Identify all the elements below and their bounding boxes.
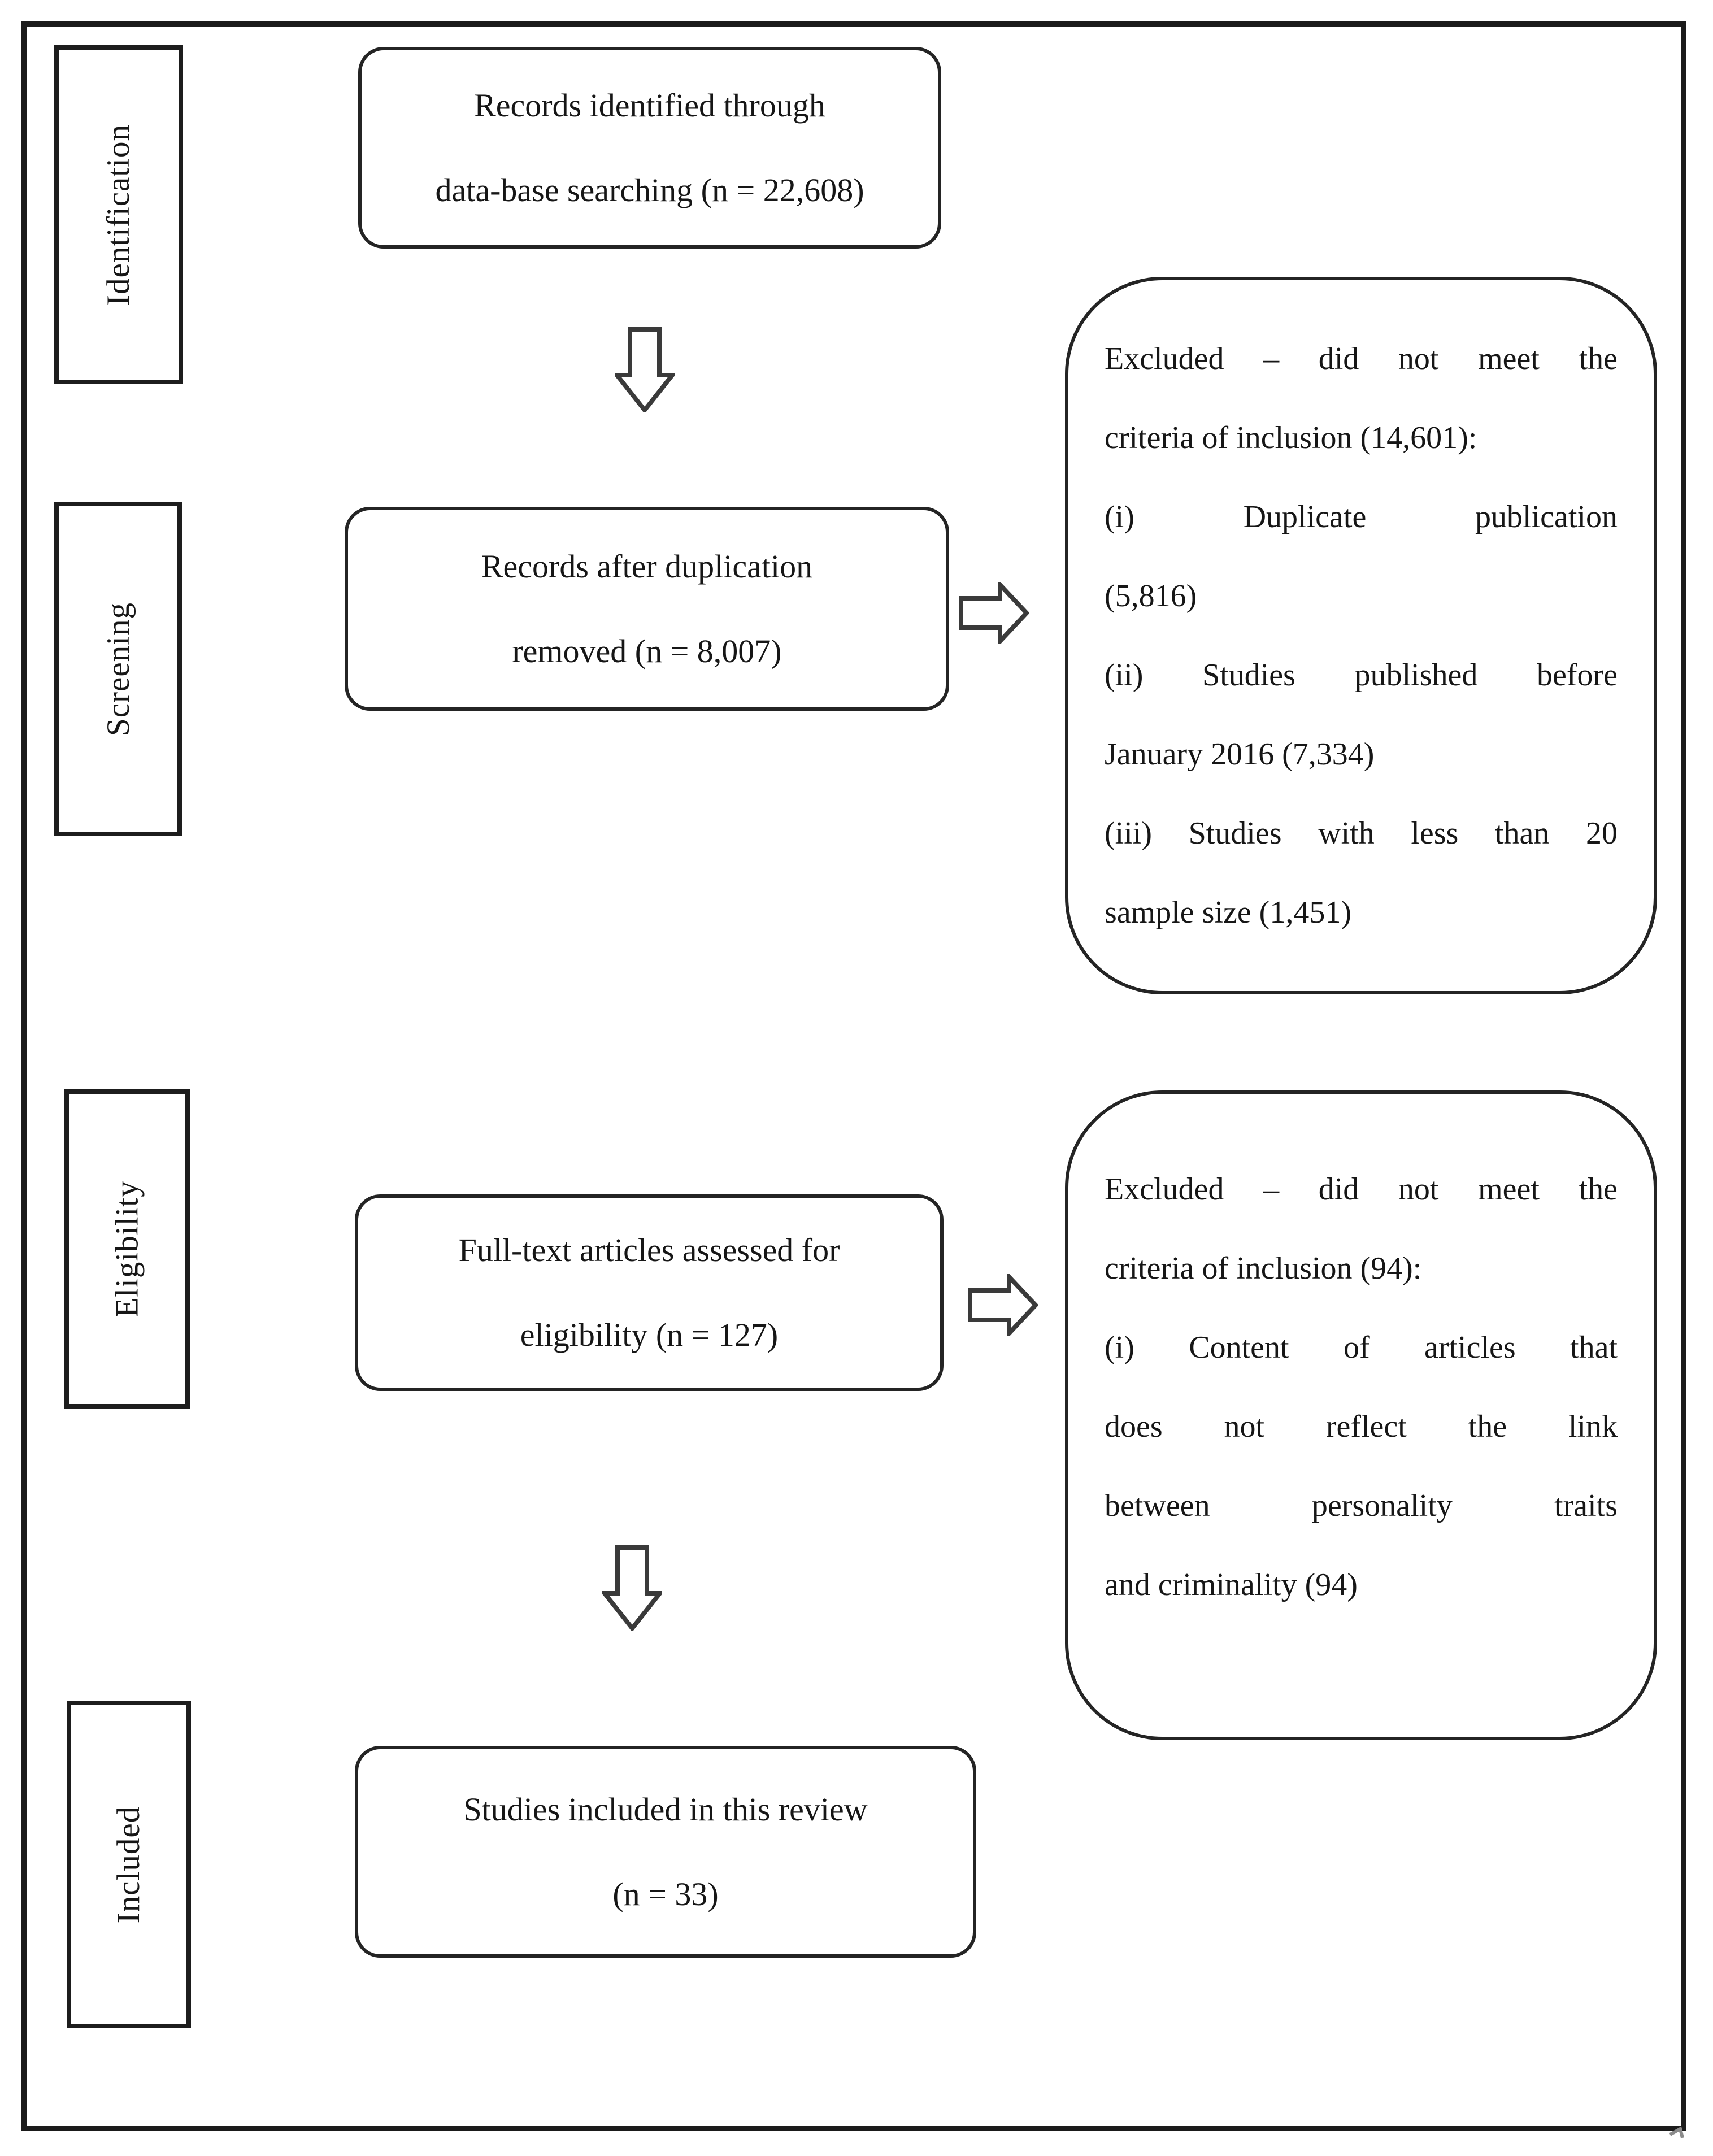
stage-label-identification: Identification (101, 124, 137, 306)
stage-box-identification: Identification (54, 45, 183, 384)
exclusion-line: Excluded – did not meet the (1105, 1172, 1618, 1207)
scan-artifact-mark (1668, 2120, 1692, 2148)
exclusion-line: sample size (1,451) (1105, 895, 1351, 930)
exclusion-line: criteria of inclusion (94): (1105, 1251, 1422, 1286)
flow-box-fulltext-assessed: Full-text articles assessed for eligibil… (355, 1194, 944, 1391)
exclusion-line: Excluded – did not meet the (1105, 341, 1618, 376)
right-arrow-icon (958, 582, 1029, 644)
stage-label-screening: Screening (100, 602, 136, 736)
exclusion-line: (i) Content of articles that (1105, 1330, 1618, 1365)
exclusion-box-screening: Excluded – did not meet the criteria of … (1065, 277, 1657, 994)
exclusion-line: (5,816) (1105, 579, 1197, 614)
stage-box-included: Included (67, 1701, 191, 2028)
exclusion-line: does not reflect the link (1105, 1409, 1618, 1444)
exclusion-line: (iii) Studies with less than 20 (1105, 816, 1618, 851)
down-arrow-icon (615, 327, 675, 412)
flow-box-line: data-base searching (n = 22,608) (435, 171, 864, 208)
stage-box-eligibility: Eligibility (64, 1089, 190, 1409)
flow-box-studies-included: Studies included in this review (n = 33) (355, 1746, 976, 1958)
exclusion-line: between personality traits (1105, 1488, 1618, 1523)
flow-box-line: Studies included in this review (463, 1790, 868, 1828)
flow-box-records-after-duplication: Records after duplication removed (n = 8… (345, 507, 949, 711)
exclusion-line: January 2016 (7,334) (1105, 737, 1375, 772)
flow-box-line: removed (n = 8,007) (512, 632, 782, 670)
stage-box-screening: Screening (54, 502, 182, 836)
down-arrow-icon (602, 1545, 662, 1631)
exclusion-box-eligibility: Excluded – did not meet the criteria of … (1065, 1090, 1657, 1740)
flow-box-line: Records after duplication (481, 547, 813, 585)
exclusion-line: criteria of inclusion (14,601): (1105, 420, 1477, 455)
right-arrow-icon (967, 1274, 1038, 1336)
exclusion-line: and criminality (94) (1105, 1567, 1358, 1602)
flow-box-line: eligibility (n = 127) (520, 1316, 779, 1353)
exclusion-line: (i) Duplicate publication (1105, 499, 1618, 534)
exclusion-line: (ii) Studies published before (1105, 658, 1618, 693)
flow-box-records-identified: Records identified through data-base sea… (358, 47, 941, 249)
flow-box-line: Records identified through (474, 86, 825, 124)
stage-label-included: Included (111, 1806, 147, 1923)
stage-label-eligibility: Eligibility (109, 1180, 145, 1318)
flow-box-line: (n = 33) (612, 1875, 719, 1912)
flow-box-line: Full-text articles assessed for (458, 1232, 840, 1268)
